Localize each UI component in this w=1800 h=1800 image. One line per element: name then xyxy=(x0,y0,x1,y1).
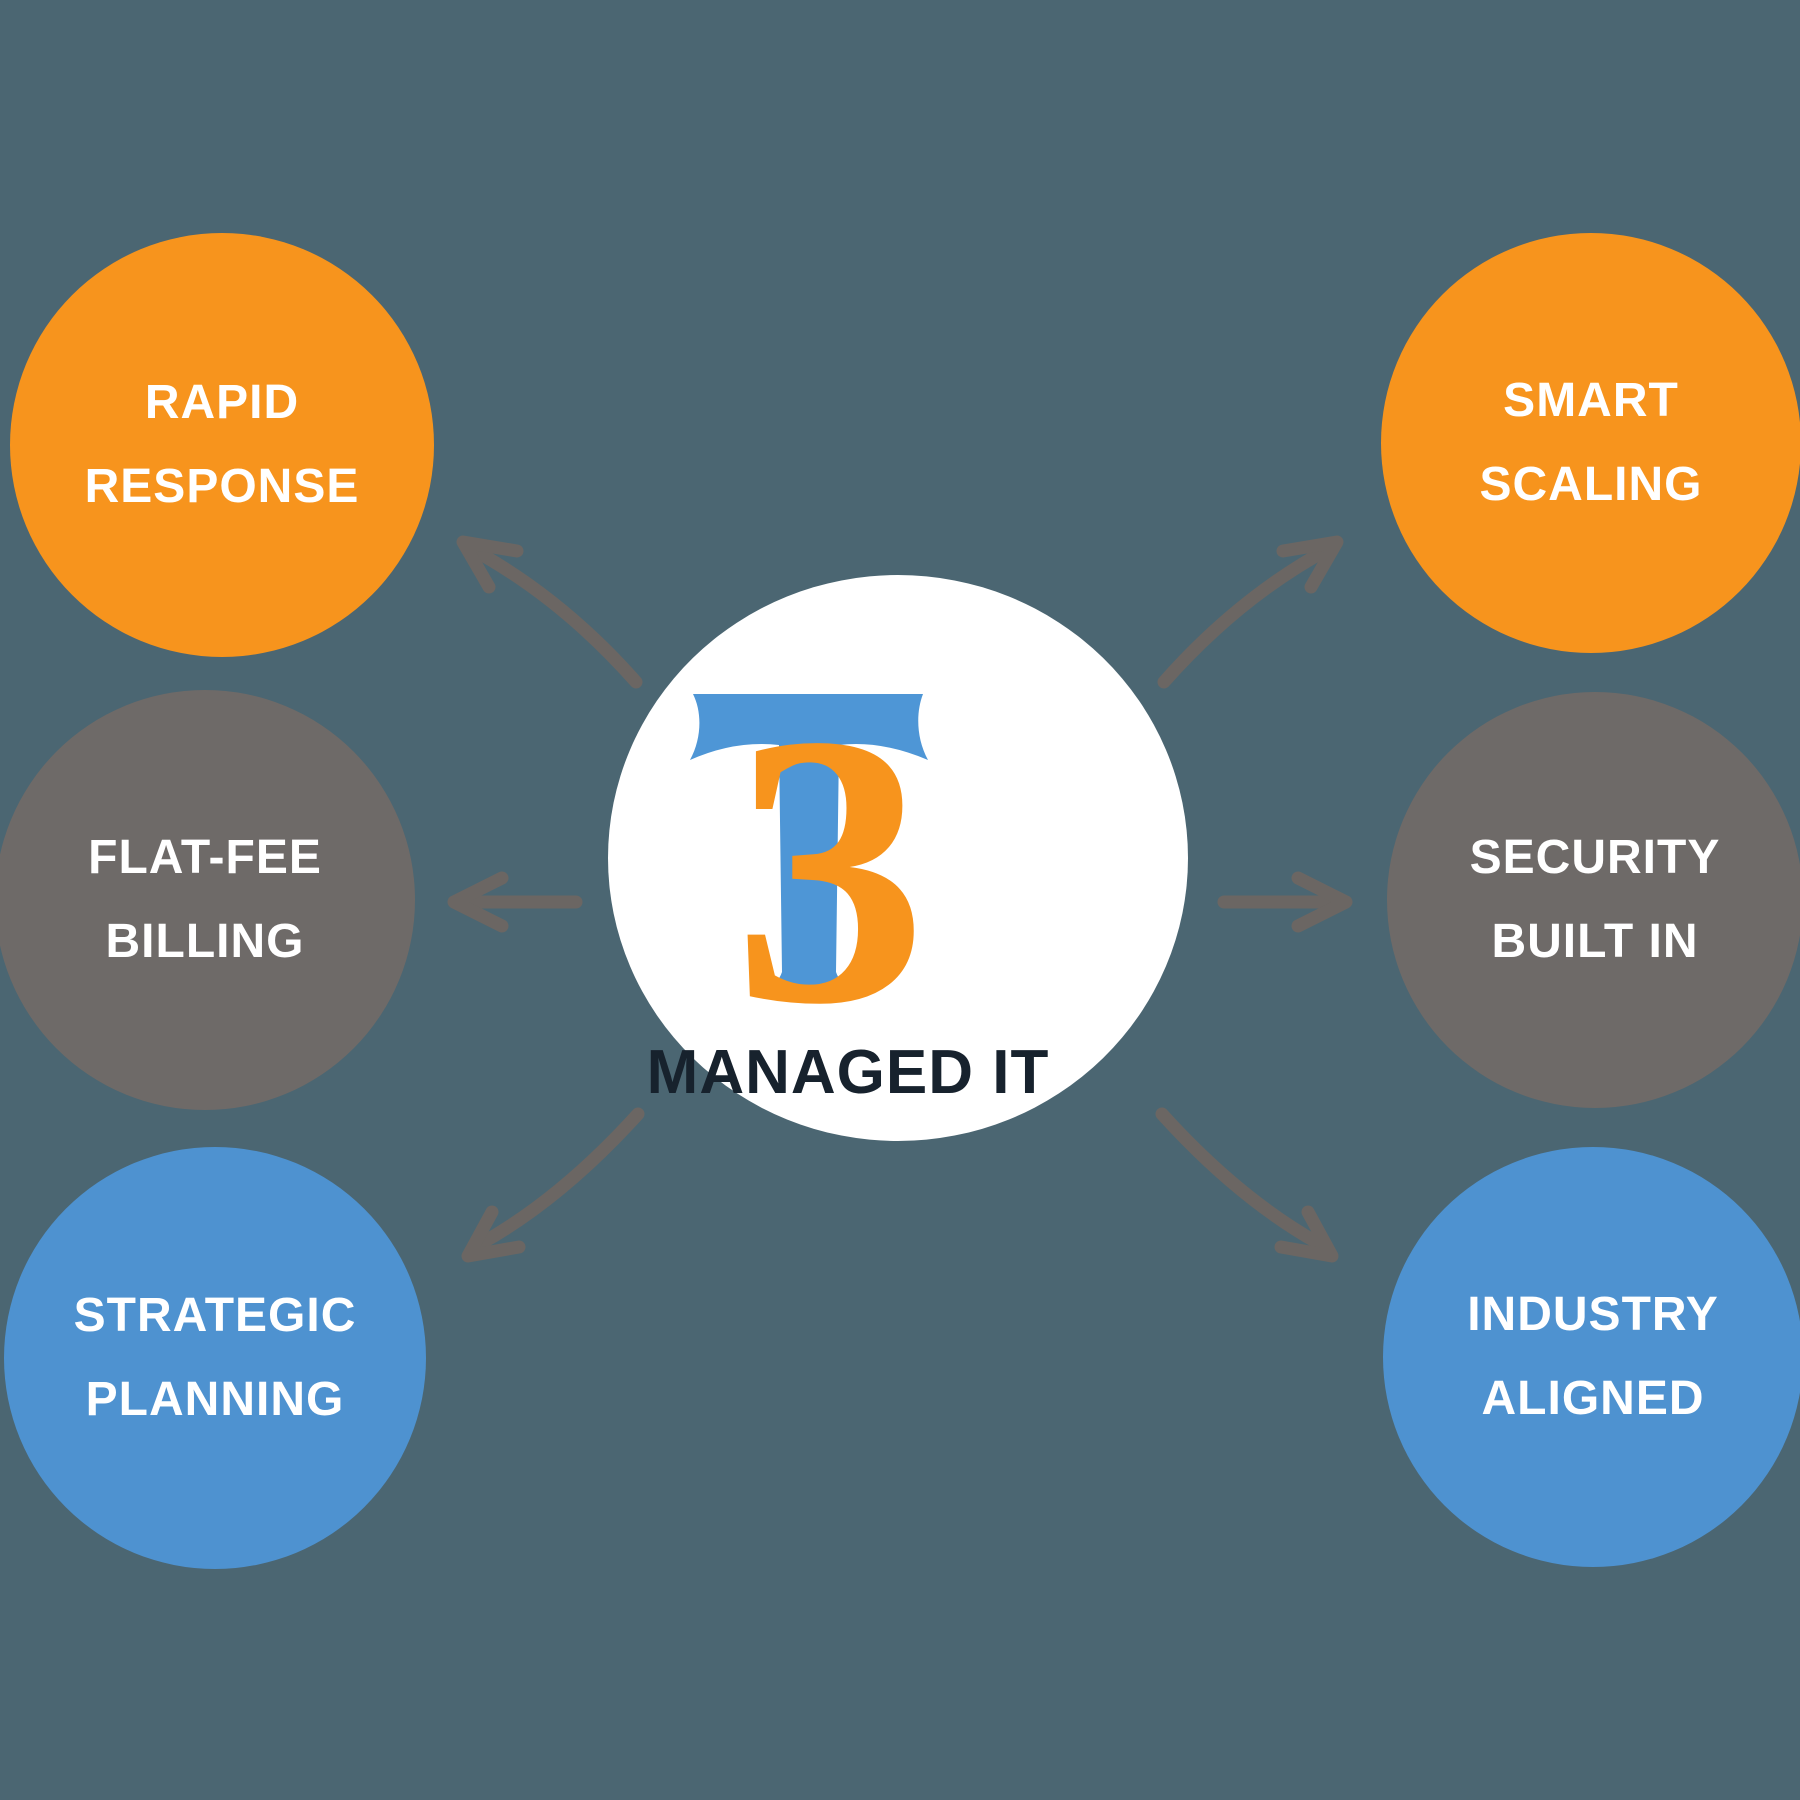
managed-it-label: MANAGED IT xyxy=(646,1038,1050,1107)
arrow-top-right-icon xyxy=(1157,535,1344,689)
node-label-line: FLAT-FEE xyxy=(88,831,322,884)
arrow-middle-right-icon xyxy=(1217,871,1353,933)
node-strategic-planning: STRATEGIC PLANNING xyxy=(4,1147,426,1569)
logo-letter-t-shape xyxy=(690,694,928,996)
t3-logo: 3 xyxy=(690,680,928,1025)
arrow-middle-left-icon xyxy=(447,871,583,933)
node-security-built-in: SECURITY BUILT IN xyxy=(1387,692,1800,1108)
node-label-line: RAPID xyxy=(144,376,300,429)
node-label-line: BUILT IN xyxy=(1491,915,1699,968)
arrow-bottom-left-icon xyxy=(461,1107,645,1263)
arrow-bottom-right-icon xyxy=(1155,1107,1339,1263)
node-label-line: RESPONSE xyxy=(84,460,360,513)
node-label-line: STRATEGIC xyxy=(73,1289,357,1342)
node-flat-fee-billing: FLAT-FEE BILLING xyxy=(0,690,415,1110)
node-smart-scaling: SMART SCALING xyxy=(1381,233,1800,653)
center-circle: 3 MANAGED IT xyxy=(608,575,1188,1141)
node-label-line: INDUSTRY xyxy=(1467,1288,1719,1341)
node-label-line: SECURITY xyxy=(1469,831,1721,884)
node-industry-aligned: INDUSTRY ALIGNED xyxy=(1383,1147,1800,1567)
node-label-line: SMART xyxy=(1503,374,1679,427)
node-label-line: ALIGNED xyxy=(1481,1372,1705,1425)
arrow-top-left-icon xyxy=(456,535,643,689)
node-label-line: SCALING xyxy=(1479,458,1703,511)
node-rapid-response: RAPID RESPONSE xyxy=(10,233,434,657)
logo-letter-three-glyph: 3 xyxy=(733,680,927,1025)
node-label-line: PLANNING xyxy=(85,1373,345,1426)
node-label-line: BILLING xyxy=(105,915,305,968)
